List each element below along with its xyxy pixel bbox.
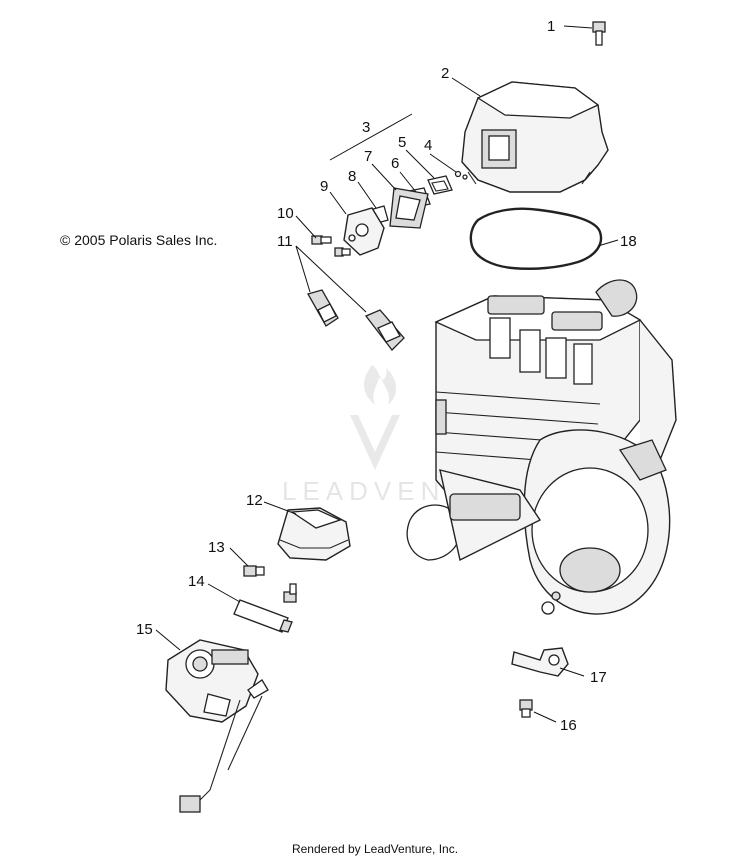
callout-6: 6 — [391, 155, 399, 172]
callout-17: 17 — [590, 669, 607, 686]
part-10b-bolt — [334, 247, 351, 257]
part-2-valve-cover — [461, 81, 609, 193]
part-11-spark-plug-b — [364, 309, 405, 351]
callout-7: 7 — [364, 148, 372, 165]
part-11-spark-plug-a — [307, 289, 339, 327]
part-16-fitting — [519, 699, 533, 718]
part-17-sensor — [511, 647, 569, 677]
part-13-bolt — [243, 565, 265, 577]
callout-9: 9 — [320, 178, 328, 195]
callout-15: 15 — [136, 621, 153, 638]
callout-14: 14 — [188, 573, 205, 590]
copyright-text: © 2005 Polaris Sales Inc. — [60, 232, 218, 248]
callout-13: 13 — [208, 539, 225, 556]
callout-8: 8 — [348, 168, 356, 185]
part-5-plate — [427, 175, 453, 195]
callout-12: 12 — [246, 492, 263, 509]
callout-11: 11 — [277, 233, 293, 250]
part-10-bolt — [311, 235, 332, 245]
part-14-tube — [233, 599, 293, 633]
callout-1: 1 — [547, 18, 555, 35]
part-7-seal — [389, 187, 429, 229]
engine-assembly — [406, 279, 677, 615]
callout-4: 4 — [424, 137, 432, 154]
callout-2: 2 — [441, 65, 449, 82]
part-4-clip — [454, 170, 468, 180]
callout-18: 18 — [620, 233, 637, 250]
part-12-intake-boot — [277, 507, 351, 561]
callout-3: 3 — [362, 119, 370, 136]
part-13b-bolt — [283, 583, 297, 603]
callout-16: 16 — [560, 717, 577, 734]
part-9-housing — [343, 207, 385, 256]
footer-credit: Rendered by LeadVenture, Inc. — [291, 842, 459, 856]
part-1-bolt — [592, 21, 606, 46]
callout-10: 10 — [277, 205, 294, 222]
leader-lines — [155, 25, 619, 723]
part-18-gasket — [469, 207, 603, 270]
part-15-throttle-body — [165, 639, 269, 813]
callout-5: 5 — [398, 134, 406, 151]
